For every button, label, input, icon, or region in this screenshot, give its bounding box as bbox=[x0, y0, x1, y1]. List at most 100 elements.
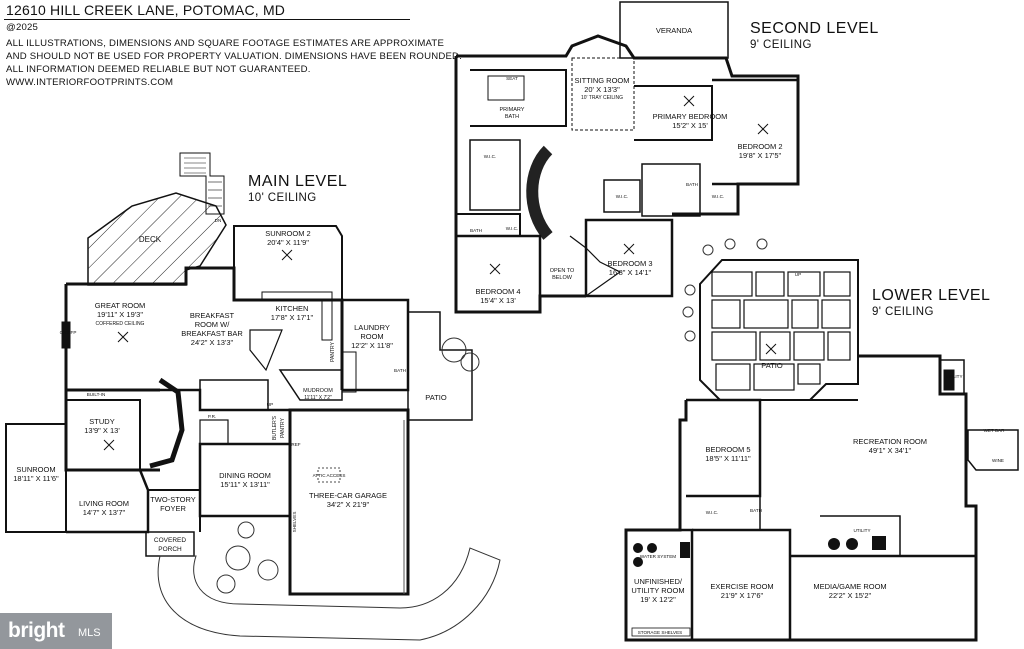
mls-watermark: bright MLS bbox=[0, 613, 112, 649]
exercise-label: EXERCISE ROOM bbox=[710, 582, 773, 591]
media-label: MEDIA/GAME ROOM bbox=[813, 582, 886, 591]
deck-stairs bbox=[179, 152, 225, 215]
wine-label: WINE bbox=[992, 458, 1004, 463]
utility-equipment bbox=[633, 536, 886, 567]
open-below-label: OPEN TO bbox=[550, 268, 575, 274]
laundry-label: LAUNDRY bbox=[354, 323, 390, 332]
primary-bedroom-label: PRIMARY BEDROOM bbox=[653, 112, 728, 121]
main-up-label: UP bbox=[267, 402, 273, 407]
lower-level-heading: LOWER LEVEL 9' CEILING bbox=[872, 287, 990, 319]
wic-label-lower: W.I.C. bbox=[706, 510, 719, 515]
primary-bath-label: PRIMARY bbox=[500, 107, 525, 113]
mudroom-label: MUDROOM bbox=[303, 388, 333, 394]
second-level-heading: SECOND LEVEL 9' CEILING bbox=[750, 20, 879, 52]
utility-label-lower: UTILITY bbox=[945, 374, 962, 379]
bath-label-lower: BATH bbox=[750, 508, 762, 513]
storage-shelves-label: STORAGE SHELVES bbox=[638, 630, 683, 635]
open-below-label-2: BELOW bbox=[552, 275, 573, 281]
sitting-room-outline bbox=[571, 57, 635, 131]
unfinished-dims: 19' X 12'2" bbox=[640, 595, 676, 604]
great-room-dims: 19'11" X 19'3" bbox=[97, 310, 143, 319]
media-dims: 22'2" X 15'2" bbox=[829, 591, 872, 600]
disclaimer-line-2: AND SHOULD NOT BE USED FOR PROPERTY VALU… bbox=[6, 51, 463, 62]
sunroom-dims: 18'11" X 11'6" bbox=[13, 474, 59, 483]
disclaimer-line-1: ALL ILLUSTRATIONS, DIMENSIONS AND SQUARE… bbox=[6, 38, 445, 49]
recreation-dims: 49'1" X 34'1" bbox=[869, 446, 912, 455]
gas-fp-label: GAS FP bbox=[60, 330, 77, 335]
bedroom5-label: BEDROOM 5 bbox=[705, 445, 750, 454]
garage-dims: 34'2" X 21'9" bbox=[327, 500, 370, 509]
sitting-room-dims: 20' X 13'3" bbox=[584, 85, 620, 94]
bath-label-second-2: BATH bbox=[686, 182, 698, 187]
bedroom4-outline bbox=[456, 234, 542, 314]
primary-bath-label-2: BATH bbox=[505, 114, 519, 120]
bedroom2-dims: 19'8" X 17'5" bbox=[739, 151, 782, 160]
wic-label-second-4: W.I.C. bbox=[712, 194, 725, 199]
bedroom3-outline bbox=[584, 218, 674, 298]
lower-level-plan bbox=[624, 238, 1019, 642]
bedroom4-dims: 15'4" X 13' bbox=[480, 296, 516, 305]
powder-room-label: P.R. bbox=[208, 414, 216, 419]
laundry-label-2: ROOM bbox=[360, 332, 383, 341]
seat-label: SEAT bbox=[506, 76, 518, 81]
garage-label: THREE-CAR GARAGE bbox=[309, 491, 387, 500]
patio-pavers bbox=[711, 271, 851, 391]
main-ceiling-fans bbox=[103, 249, 293, 451]
main-patio-label: PATIO bbox=[425, 393, 447, 402]
room-labels: DECK SUNROOM 2 20'4" X 11'9" GREAT ROOM … bbox=[13, 26, 927, 604]
bath-label-second-1: BATH bbox=[470, 228, 482, 233]
lower-patio-outline bbox=[699, 259, 859, 401]
sunroom2-label: SUNROOM 2 bbox=[265, 229, 310, 238]
shelves-label: SHELVES bbox=[292, 512, 297, 533]
landscape-trees bbox=[216, 337, 480, 594]
attic-access-label: ATTIC ACCESS bbox=[313, 473, 346, 478]
mls-suffix: MLS bbox=[78, 627, 101, 639]
curved-stair bbox=[149, 377, 185, 469]
fireplace bbox=[61, 321, 71, 349]
bedroom2-outline bbox=[712, 78, 800, 186]
unfinished-label-2: UTILITY ROOM bbox=[631, 586, 684, 595]
foyer-label: TWO-STORY bbox=[150, 495, 196, 504]
garage-outline bbox=[288, 408, 410, 596]
ref-label: REF bbox=[291, 442, 300, 447]
wic-label-second: W.I.C. bbox=[484, 154, 497, 159]
website: WWW.INTERIORFOOTPRINTS.COM bbox=[6, 77, 174, 88]
main-level-name: MAIN LEVEL bbox=[248, 173, 348, 190]
porch-label: COVERED bbox=[154, 537, 186, 544]
mudroom-outline bbox=[278, 369, 343, 401]
main-level-ceiling: 10' CEILING bbox=[248, 192, 317, 204]
main-patio-outline bbox=[407, 311, 473, 421]
pantry-label: PANTRY bbox=[330, 341, 336, 361]
study-dims: 13'9" X 13' bbox=[84, 426, 120, 435]
bath-label-main: BATH bbox=[394, 368, 406, 373]
veranda-label: VERANDA bbox=[656, 26, 692, 35]
wet-bar bbox=[967, 429, 1019, 471]
front-walkway bbox=[157, 547, 501, 641]
breakfast-label-1: BREAKFAST bbox=[190, 311, 235, 320]
sunroom-label: SUNROOM bbox=[16, 465, 55, 474]
butlers-pantry-label-2: PANTRY bbox=[280, 417, 286, 437]
deck-label: DECK bbox=[139, 235, 162, 244]
second-level-ceiling: 9' CEILING bbox=[750, 39, 812, 51]
bedroom5-dims: 18'5" X 11'11" bbox=[705, 454, 751, 463]
property-address: 12610 HILL CREEK LANE, POTOMAC, MD bbox=[6, 2, 286, 18]
kitchen-dims: 17'8" X 17'1" bbox=[271, 313, 314, 322]
second-curved-stair bbox=[526, 145, 553, 240]
sitting-room-note: 10' TRAY CEILING bbox=[581, 95, 623, 101]
breakfast-label-3: BREAKFAST BAR bbox=[181, 329, 243, 338]
disclaimer-line-3: ALL INFORMATION DEEMED RELIABLE BUT NOT … bbox=[6, 64, 311, 75]
deck-dn-label: DN bbox=[215, 218, 222, 223]
second-level-plan bbox=[454, 1, 800, 314]
bedroom3-label: BEDROOM 3 bbox=[607, 259, 652, 268]
primary-bath-tub bbox=[487, 75, 525, 101]
great-room-note: COFFERED CEILING bbox=[96, 321, 145, 327]
exercise-dims: 21'9" X 17'6" bbox=[721, 591, 764, 600]
mls-brand: bright bbox=[8, 619, 65, 642]
kitchen-label: KITCHEN bbox=[276, 304, 309, 313]
lower-shrubs bbox=[682, 238, 768, 342]
bedroom2-label: BEDROOM 2 bbox=[737, 142, 782, 151]
study-label: STUDY bbox=[89, 417, 114, 426]
title-underline bbox=[4, 19, 410, 20]
breakfast-label-2: ROOM W/ bbox=[195, 320, 230, 329]
